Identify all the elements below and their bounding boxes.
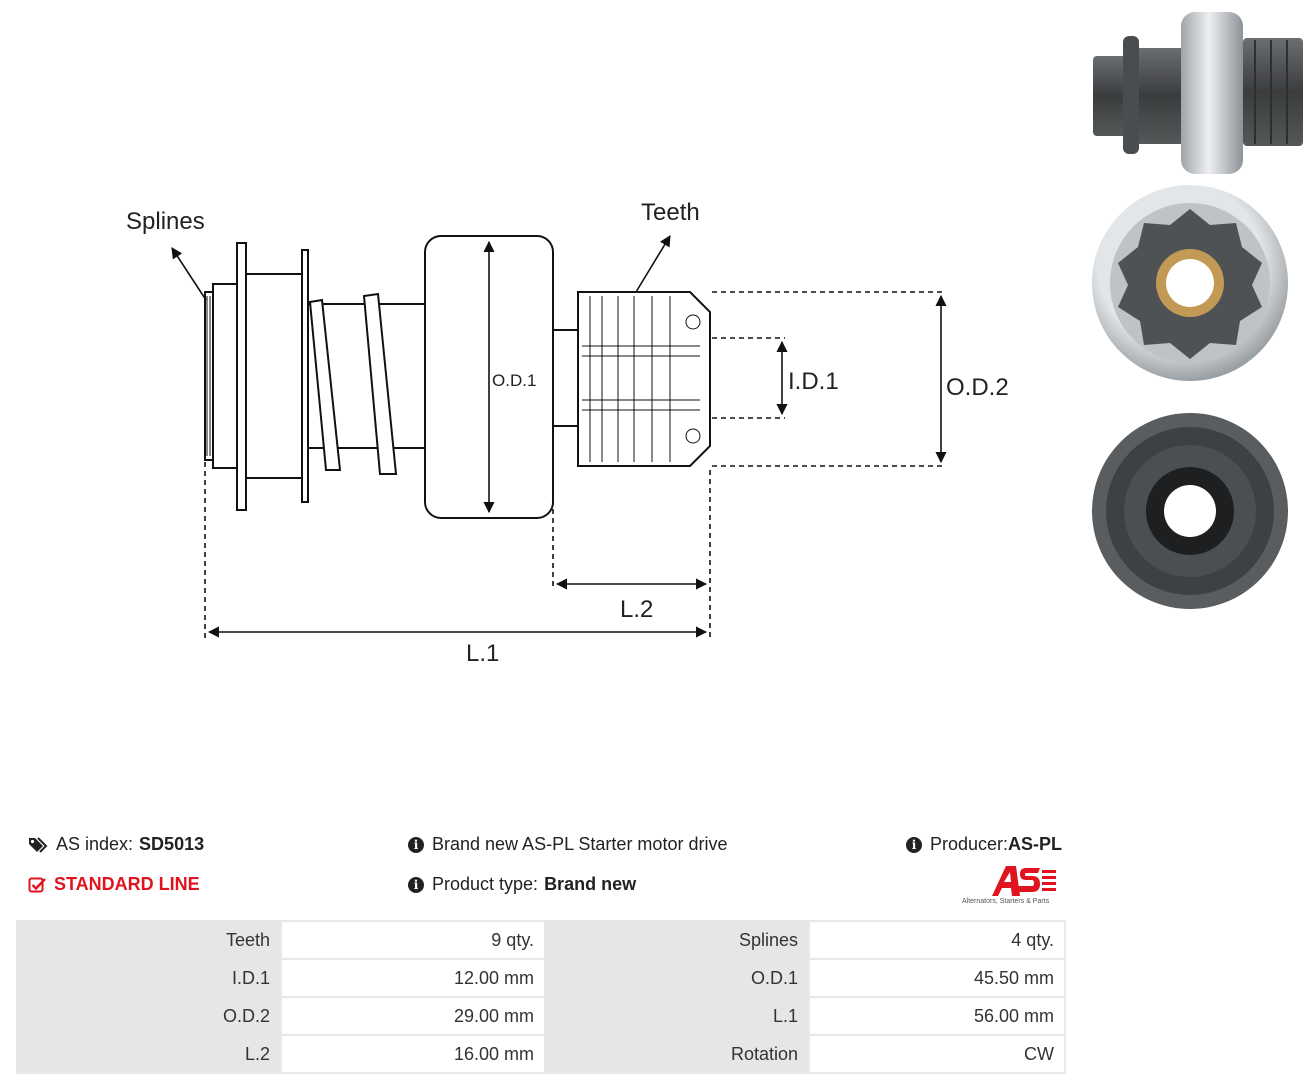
spec-value: 4 qty. — [808, 920, 1066, 960]
technical-drawing: Splines Teeth O.D.1 I.D.1 O.D.2 L.2 L.1 — [126, 199, 1009, 667]
producer-value: AS-PL — [1008, 834, 1063, 854]
table-row: O.D.2 29.00 mm L.1 56.00 mm — [16, 996, 1066, 1036]
dimension-labels: Splines Teeth O.D.1 I.D.1 O.D.2 L.2 L.1 — [126, 199, 1009, 667]
spec-key: Rotation — [544, 1034, 810, 1074]
spec-value: 45.50 mm — [808, 958, 1066, 998]
as-pl-logo[interactable]: Alternators, Starters & Parts — [962, 862, 1070, 908]
label-l2: L.2 — [620, 596, 653, 623]
description-line: i Brand new AS-PL Starter motor drive — [408, 834, 727, 855]
spec-value: 56.00 mm — [808, 996, 1066, 1036]
spec-value: 12.00 mm — [280, 958, 546, 998]
photo-back-view — [1092, 413, 1288, 609]
standard-line-badge: STANDARD LINE — [28, 874, 200, 895]
spec-value: 9 qty. — [280, 920, 546, 960]
table-row: L.2 16.00 mm Rotation CW — [16, 1034, 1066, 1074]
info-circle-icon: i — [906, 836, 922, 853]
product-type-value: Brand new — [544, 874, 637, 894]
table-row: Teeth 9 qty. Splines 4 qty. — [16, 920, 1066, 960]
part-outline — [204, 235, 711, 519]
drawing-svg: Splines Teeth O.D.1 I.D.1 O.D.2 L.2 L.1 — [126, 199, 1009, 667]
tags-icon — [29, 836, 48, 853]
as-index-line: AS index: SD5013 — [28, 834, 204, 855]
as-logo-mark — [992, 866, 1056, 896]
spec-key: L.1 — [544, 996, 810, 1036]
info-circle-icon: i — [408, 836, 424, 853]
specs-table: Teeth 9 qty. Splines 4 qty. I.D.1 12.00 … — [16, 920, 1066, 1074]
photo-front-view — [1092, 185, 1288, 381]
dimension-lines — [171, 235, 947, 640]
product-photos — [1085, 6, 1310, 646]
photo-side-view — [1093, 12, 1303, 174]
spec-value: 29.00 mm — [280, 996, 546, 1036]
label-splines: Splines — [126, 208, 205, 235]
check-square-icon — [28, 877, 46, 892]
product-type-line: i Product type: Brand new — [408, 874, 636, 895]
description-text: Brand new AS-PL Starter motor drive — [432, 834, 728, 854]
spec-key: O.D.1 — [544, 958, 810, 998]
producer-line: i Producer: AS-PL — [906, 834, 1062, 855]
producer-label: Producer: — [930, 834, 1009, 854]
product-type-label: Product type: — [432, 874, 539, 894]
as-index-value: SD5013 — [139, 834, 205, 854]
info-circle-icon: i — [408, 876, 424, 893]
label-l1: L.1 — [466, 640, 499, 667]
spec-key: Splines — [544, 920, 810, 960]
spec-key: O.D.2 — [16, 996, 282, 1036]
label-id1: I.D.1 — [788, 368, 839, 395]
standard-line-text: STANDARD LINE — [54, 874, 200, 894]
spec-value: 16.00 mm — [280, 1034, 546, 1074]
spec-key: Teeth — [16, 920, 282, 960]
table-row: I.D.1 12.00 mm O.D.1 45.50 mm — [16, 958, 1066, 998]
label-od2: O.D.2 — [946, 374, 1009, 401]
spec-key: I.D.1 — [16, 958, 282, 998]
label-od1: O.D.1 — [492, 371, 536, 390]
logo-caption: Alternators, Starters & Parts — [962, 898, 1050, 905]
as-index-label: AS index: — [56, 834, 134, 854]
spec-value: CW — [808, 1034, 1066, 1074]
spec-key: L.2 — [16, 1034, 282, 1074]
label-teeth: Teeth — [641, 199, 700, 226]
